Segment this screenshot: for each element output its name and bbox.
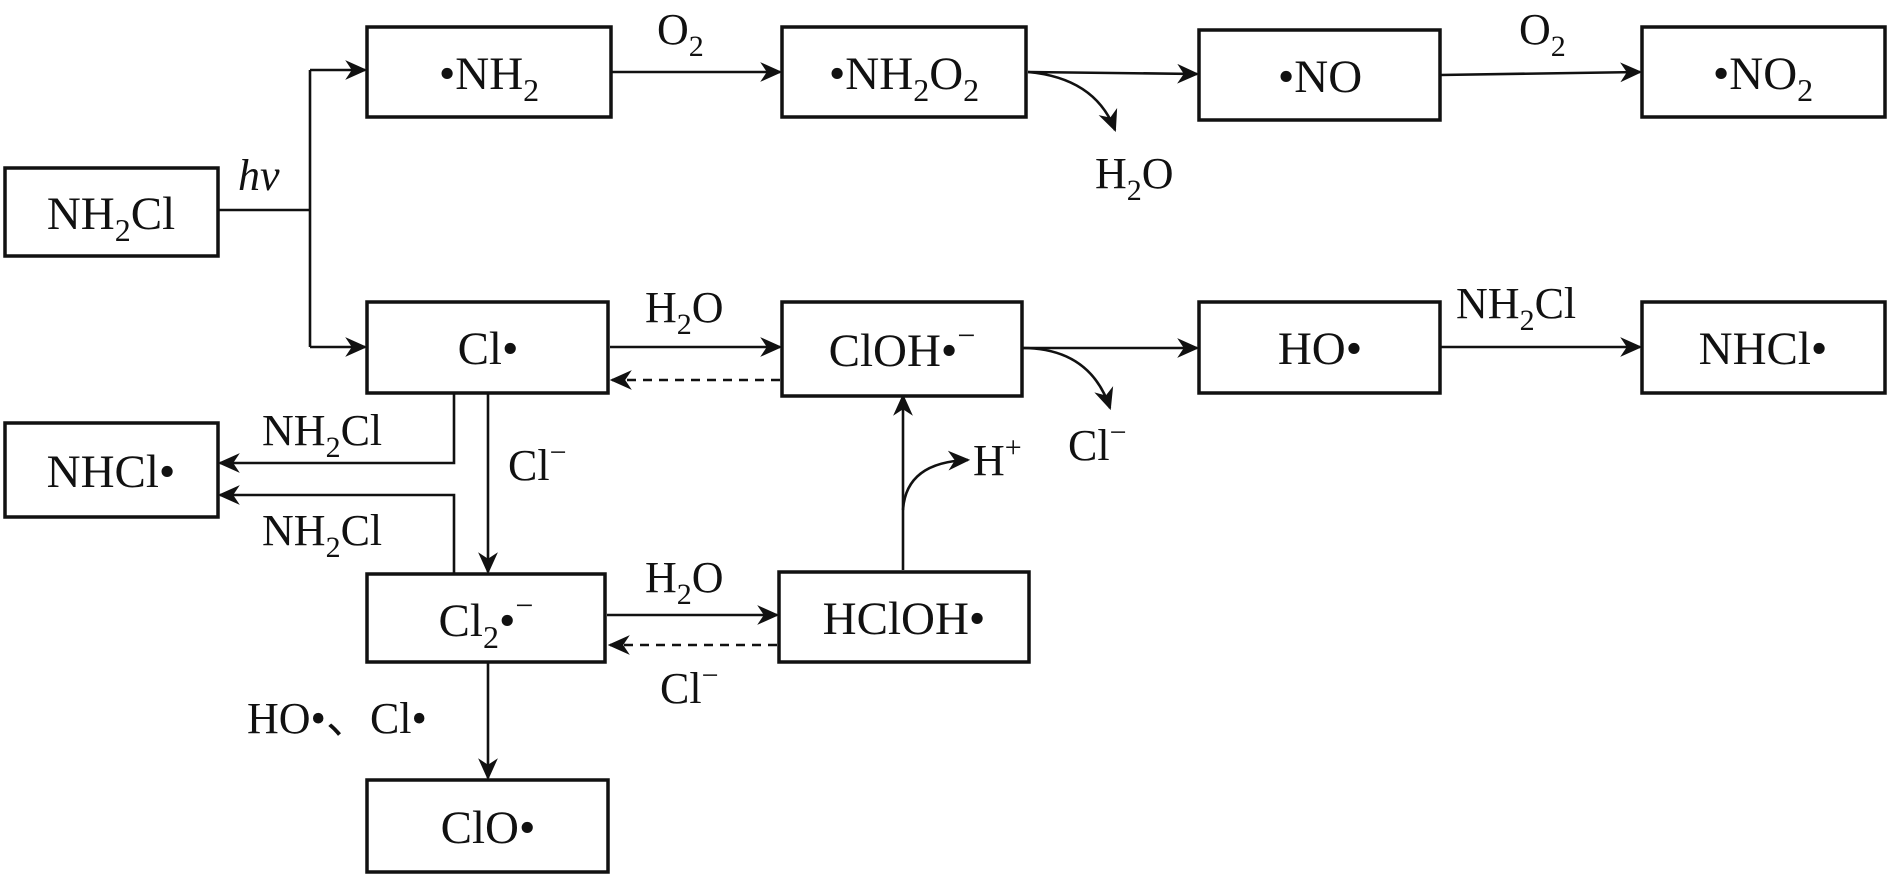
label-cl-minus-loss: Cl− xyxy=(1068,416,1127,470)
label-nh2cl-right: NH2Cl xyxy=(1456,279,1576,337)
curved-arrow-cl-minus-loss xyxy=(1021,346,1114,411)
node-nhcl-radical-right: NHCl• xyxy=(1640,300,1887,395)
curved-arrow-h-plus-loss xyxy=(901,450,971,511)
svg-text:HO•: HO• xyxy=(1278,323,1362,375)
label-hv: hv xyxy=(238,151,280,200)
node-nh2o2-radical: •NH2O2 xyxy=(780,25,1028,119)
label-ho-cl-reagents: HO•、Cl• xyxy=(247,694,427,743)
node-nh2cl: NH2Cl xyxy=(3,166,220,258)
node-cl-radical: Cl• xyxy=(365,300,610,395)
node-hcloh-radical: HClOH• xyxy=(777,570,1031,664)
svg-text:•NH2: •NH2 xyxy=(439,48,539,108)
node-cl2-radical-anion: Cl2•− xyxy=(365,572,607,664)
node-clo-radical: ClO• xyxy=(365,778,610,874)
node-no-radical: •NO xyxy=(1197,28,1442,122)
curved-arrow-h2o-loss xyxy=(1027,70,1118,133)
svg-text:•NO2: •NO2 xyxy=(1713,48,1813,108)
svg-text:NHCl•: NHCl• xyxy=(1699,323,1828,375)
label-o2-top-left: O2 xyxy=(657,5,704,63)
svg-text:Cl2•−: Cl2•− xyxy=(439,587,534,655)
svg-text:•NH2O2: •NH2O2 xyxy=(829,48,979,108)
label-h2o-lower: H2O xyxy=(645,553,724,611)
label-h2o-upper: H2O xyxy=(645,283,724,341)
svg-text:•NO: •NO xyxy=(1278,51,1362,103)
label-nh2cl-left-bottom: NH2Cl xyxy=(262,506,382,564)
arrow-no-to-no2 xyxy=(1439,62,1643,83)
node-nhcl-radical-left: NHCl• xyxy=(3,421,220,519)
node-ho-radical: HO• xyxy=(1197,300,1442,395)
label-h2o-loss: H2O xyxy=(1095,149,1174,207)
arrow-nh2o2-to-no xyxy=(1027,63,1200,84)
svg-text:NHCl•: NHCl• xyxy=(47,446,176,498)
arrow-cl-to-nhcl-left xyxy=(217,393,456,473)
svg-text:ClOH•−: ClOH•− xyxy=(829,317,976,377)
svg-text:Cl•: Cl• xyxy=(458,323,519,375)
label-cl-minus-back: Cl− xyxy=(660,659,719,713)
svg-text:ClO•: ClO• xyxy=(441,802,536,854)
label-nh2cl-left-top: NH2Cl xyxy=(262,406,382,464)
node-cloh-radical-anion: ClOH•− xyxy=(780,300,1024,398)
node-nh2-radical: •NH2 xyxy=(365,25,613,119)
node-no2-radical: •NO2 xyxy=(1640,25,1887,119)
arrow-cl2-to-nhcl-left xyxy=(217,485,456,573)
label-h-plus: H+ xyxy=(973,431,1022,485)
label-o2-top-right: O2 xyxy=(1519,5,1566,63)
label-cl-minus-down: Cl− xyxy=(508,436,567,490)
svg-text:HClOH•: HClOH• xyxy=(823,593,986,645)
svg-text:NH2Cl: NH2Cl xyxy=(47,188,175,248)
